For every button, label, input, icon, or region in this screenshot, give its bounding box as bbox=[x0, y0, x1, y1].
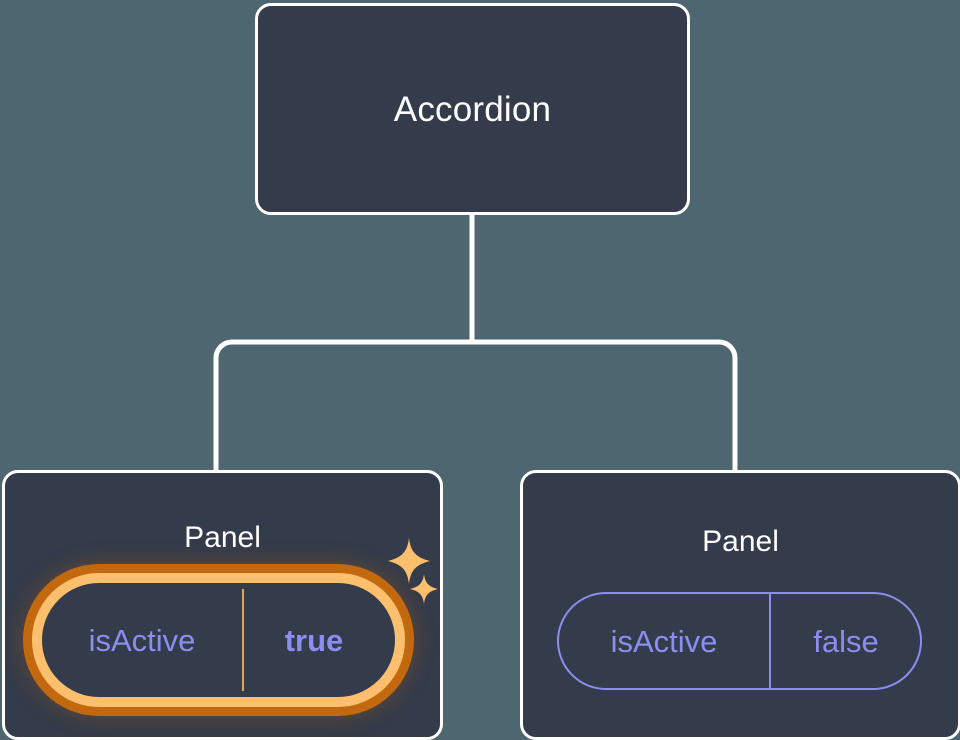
node-accordion-label: Accordion bbox=[393, 89, 552, 129]
prop-value-label: true bbox=[284, 622, 344, 658]
prop-key-label: isActive bbox=[88, 622, 196, 658]
node-panel-active-label: Panel bbox=[184, 521, 261, 554]
prop-pill-isactive-true[interactable]: isActive true bbox=[32, 573, 405, 707]
edge-root-to-panel-left bbox=[213, 339, 472, 476]
prop-pill-divider bbox=[242, 589, 244, 691]
node-accordion[interactable]: Accordion bbox=[255, 3, 690, 215]
node-panel-inactive-label: Panel bbox=[702, 525, 779, 558]
prop-value-label: false bbox=[813, 623, 879, 659]
prop-pill-isactive-false[interactable]: isActive false bbox=[557, 592, 922, 690]
edge-root-to-panel-right bbox=[472, 339, 738, 476]
prop-key-label: isActive bbox=[610, 623, 718, 659]
prop-pill-divider bbox=[769, 594, 771, 688]
